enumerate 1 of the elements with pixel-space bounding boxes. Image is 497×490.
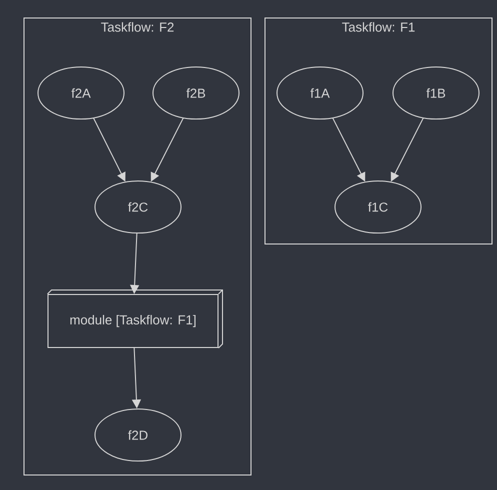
module-box: module [Taskflow: F1] [47,290,223,348]
